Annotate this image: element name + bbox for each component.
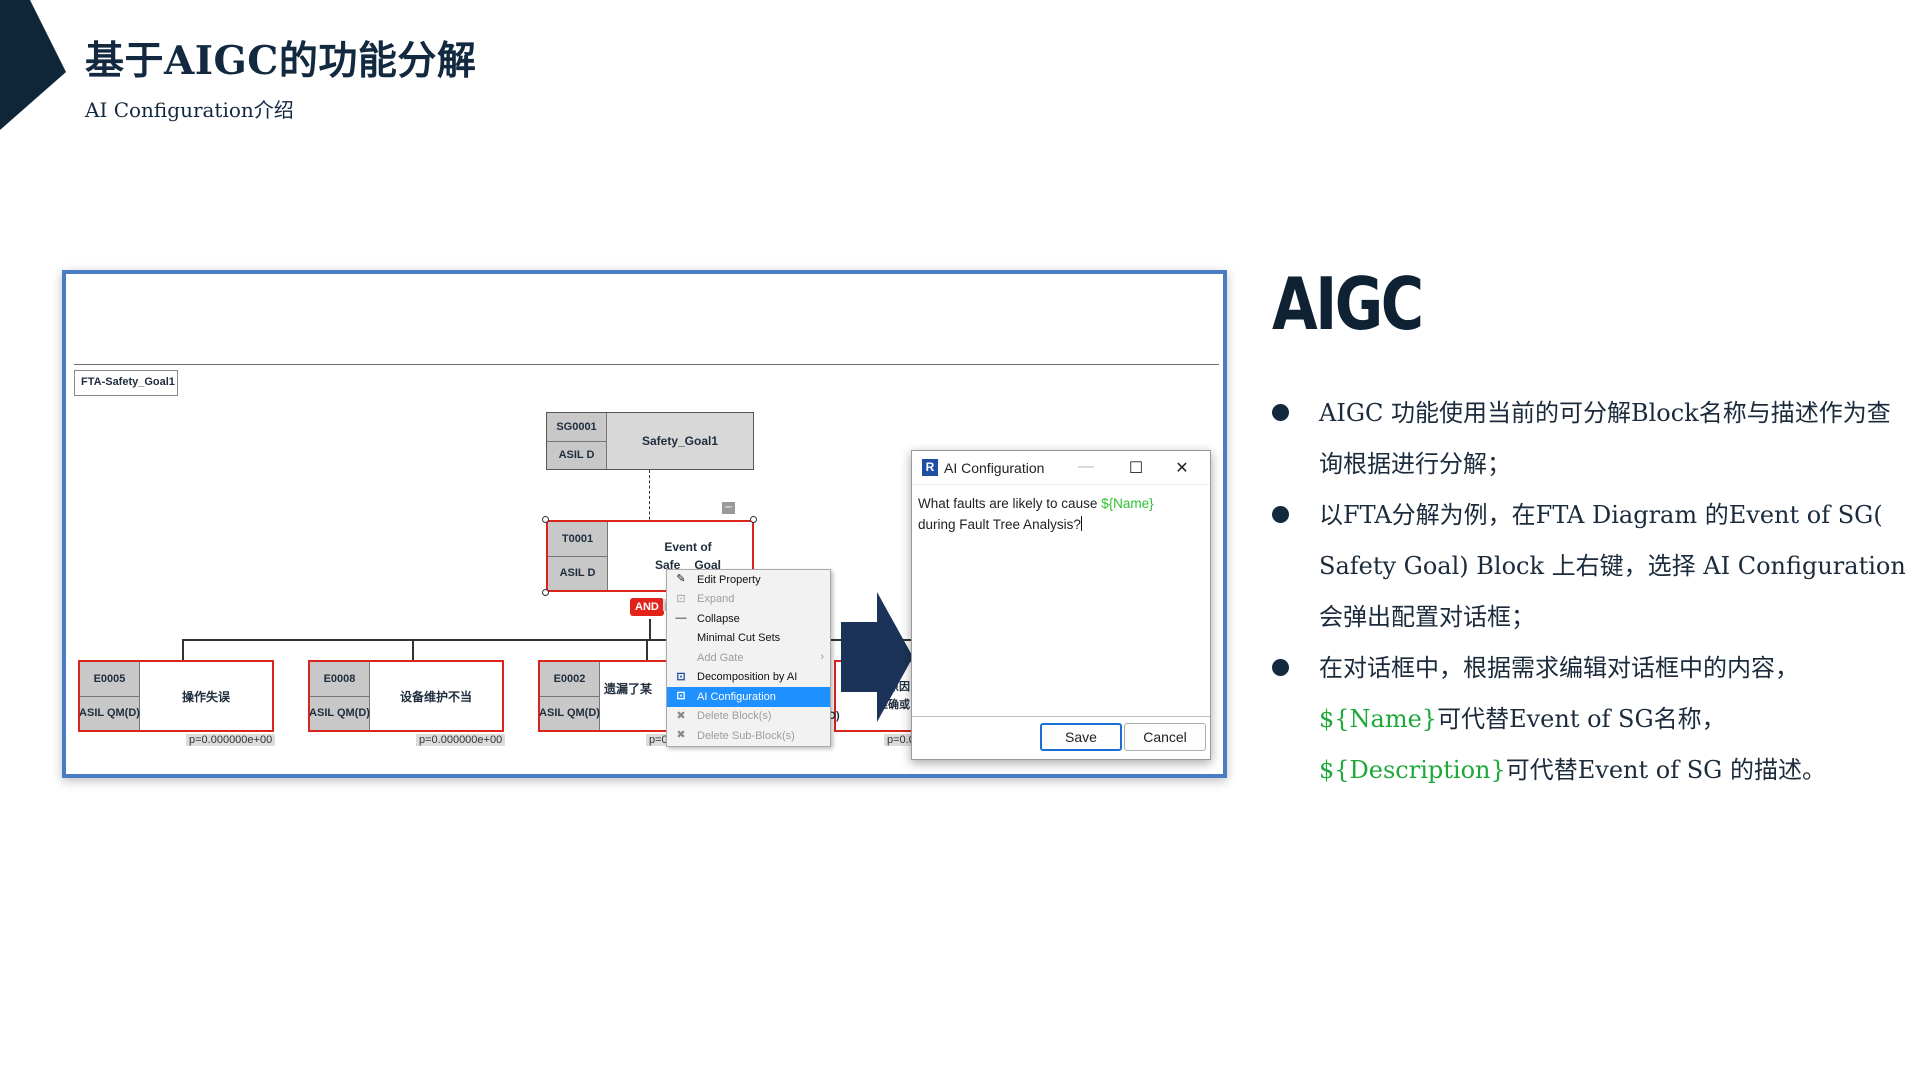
probability-label: p=0.0 [884,734,918,746]
connector-line [646,639,648,661]
corner-decoration [0,0,66,130]
block-name: 遗漏了某 [604,682,653,696]
context-menu-label: AI Configuration [697,690,776,703]
delete-icon: ✖ [676,729,686,741]
context-menu-label: Minimal Cut Sets [697,632,781,645]
dialog-divider [912,716,1210,717]
minus-icon: — [675,612,687,624]
canvas-top-border [74,364,1219,365]
description-variable: ${Description} [1319,756,1506,784]
block-asil: ASIL D [559,567,596,580]
chevron-right-icon: › [820,651,824,663]
pencil-icon: ✎ [676,573,686,585]
bullet-item: AIGC 功能使用当前的可分解Block名称与描述作为查询根据进行分解； [1272,388,1912,490]
block-name: 操作失误 [181,689,230,704]
delete-icon: ✖ [676,709,686,722]
save-button[interactable]: Save [1040,723,1122,751]
ai-icon: ⊡ [676,670,686,683]
event-block-e0008[interactable]: E0008 ASIL QM(D) 设备维护不当 [308,660,504,732]
collapse-toggle-icon[interactable]: − [722,502,735,514]
ai-configuration-dialog: R AI Configuration — ☐ ✕ What faults are… [911,450,1211,760]
block-asil: ASIL QM(D) [309,707,370,720]
minimize-icon[interactable]: — [1078,458,1094,475]
safety-goal-block[interactable]: SG0001 ASIL D Safety_Goal1 [546,412,754,470]
name-variable: ${Name} [1101,496,1154,511]
event-block-e0005[interactable]: E0005 ASIL QM(D) 操作失误 [78,660,274,732]
resize-handle[interactable] [750,516,757,523]
block-id: SG0001 [547,413,606,442]
fta-screenshot: FTA-Safety_Goal1 SG0001 ASIL D Safety_Go… [62,270,1227,778]
context-menu-item-delete-block-s[interactable]: ✖ Delete Block(s) [667,707,830,727]
section-heading: AIGC [1272,262,1424,346]
block-asil-fragment: D) [828,710,840,722]
dialog-titlebar[interactable]: R AI Configuration [912,451,1210,485]
probability-label: p=0.000000e+00 [186,734,276,746]
block-id: E0002 [540,662,599,697]
context-menu-item-minimal-cut-sets[interactable]: Minimal Cut Sets [667,629,830,649]
connector-line [182,639,184,661]
connector-line [182,639,912,641]
context-menu-item-delete-sub-block-s[interactable]: ✖ Delete Sub-Block(s) [667,726,830,746]
text-caret [1080,516,1082,531]
context-menu-label: Delete Sub-Block(s) [697,729,795,742]
cancel-button[interactable]: Cancel [1124,723,1206,751]
prompt-textarea[interactable]: What faults are likely to cause ${Name} … [918,496,1154,532]
context-menu-item-edit-property[interactable]: ✎ Edit Property [667,570,830,590]
bullet-dot-icon [1272,506,1289,523]
slide-subtitle: AI Configuration介绍 [85,98,294,122]
name-variable: ${Name} [1319,705,1438,733]
expand-icon: ⊡ [676,592,686,605]
block-id: E0008 [310,662,369,697]
block-id: E0005 [80,662,139,697]
context-menu-label: Collapse [697,612,740,625]
connector-line [649,470,651,530]
block-name: 设备维护不当 [399,689,472,704]
tab-fta-safety-goal1[interactable]: FTA-Safety_Goal1 [74,370,178,396]
context-menu-item-collapse[interactable]: — Collapse [667,609,830,629]
context-menu-label: Expand [697,593,735,606]
resize-handle[interactable] [542,589,549,596]
and-gate[interactable]: AND [630,598,664,616]
bullet-item: 以FTA分解为例，在FTA Diagram 的Event of SG( Safe… [1272,490,1912,643]
arrow-right-icon [841,592,913,722]
connector-line [412,639,414,661]
block-id: T0001 [548,522,607,557]
probability-label: p=0.000000e+00 [416,734,506,746]
context-menu-item-ai-configuration[interactable]: ⊡ AI Configuration [667,687,830,707]
context-menu-label: Add Gate [697,651,744,664]
context-menu-item-decomposition-by-ai[interactable]: ⊡ Decomposition by AI [667,668,830,688]
bullet-list: AIGC 功能使用当前的可分解Block名称与描述作为查询根据进行分解； 以FT… [1272,388,1912,796]
resize-handle[interactable] [542,516,549,523]
bullet-item: 在对话框中，根据需求编辑对话框中的内容， ${Name}可代替Event of … [1272,643,1912,796]
block-asil: ASIL D [558,449,595,462]
block-name: Safety_Goal1 [607,413,753,469]
context-menu-label: Edit Property [697,573,761,586]
slide-title: 基于AIGC的功能分解 [85,38,477,84]
context-menu-item-expand[interactable]: ⊡ Expand [667,590,830,610]
bullet-dot-icon [1272,659,1289,676]
connector-line [649,619,651,639]
maximize-icon[interactable]: ☐ [1128,460,1144,477]
context-menu-label: Delete Block(s) [697,710,772,723]
close-icon[interactable]: ✕ [1175,460,1189,477]
ai-icon: ⊡ [676,690,686,702]
bullet-dot-icon [1272,404,1289,421]
dialog-title: AI Configuration [944,459,1045,476]
context-menu-label: Decomposition by AI [697,671,798,684]
app-logo-icon: R [922,459,938,476]
context-menu-item-add-gate[interactable]: Add Gate › [667,648,830,668]
block-asil: ASIL QM(D) [539,707,600,720]
block-asil: ASIL QM(D) [79,707,140,720]
